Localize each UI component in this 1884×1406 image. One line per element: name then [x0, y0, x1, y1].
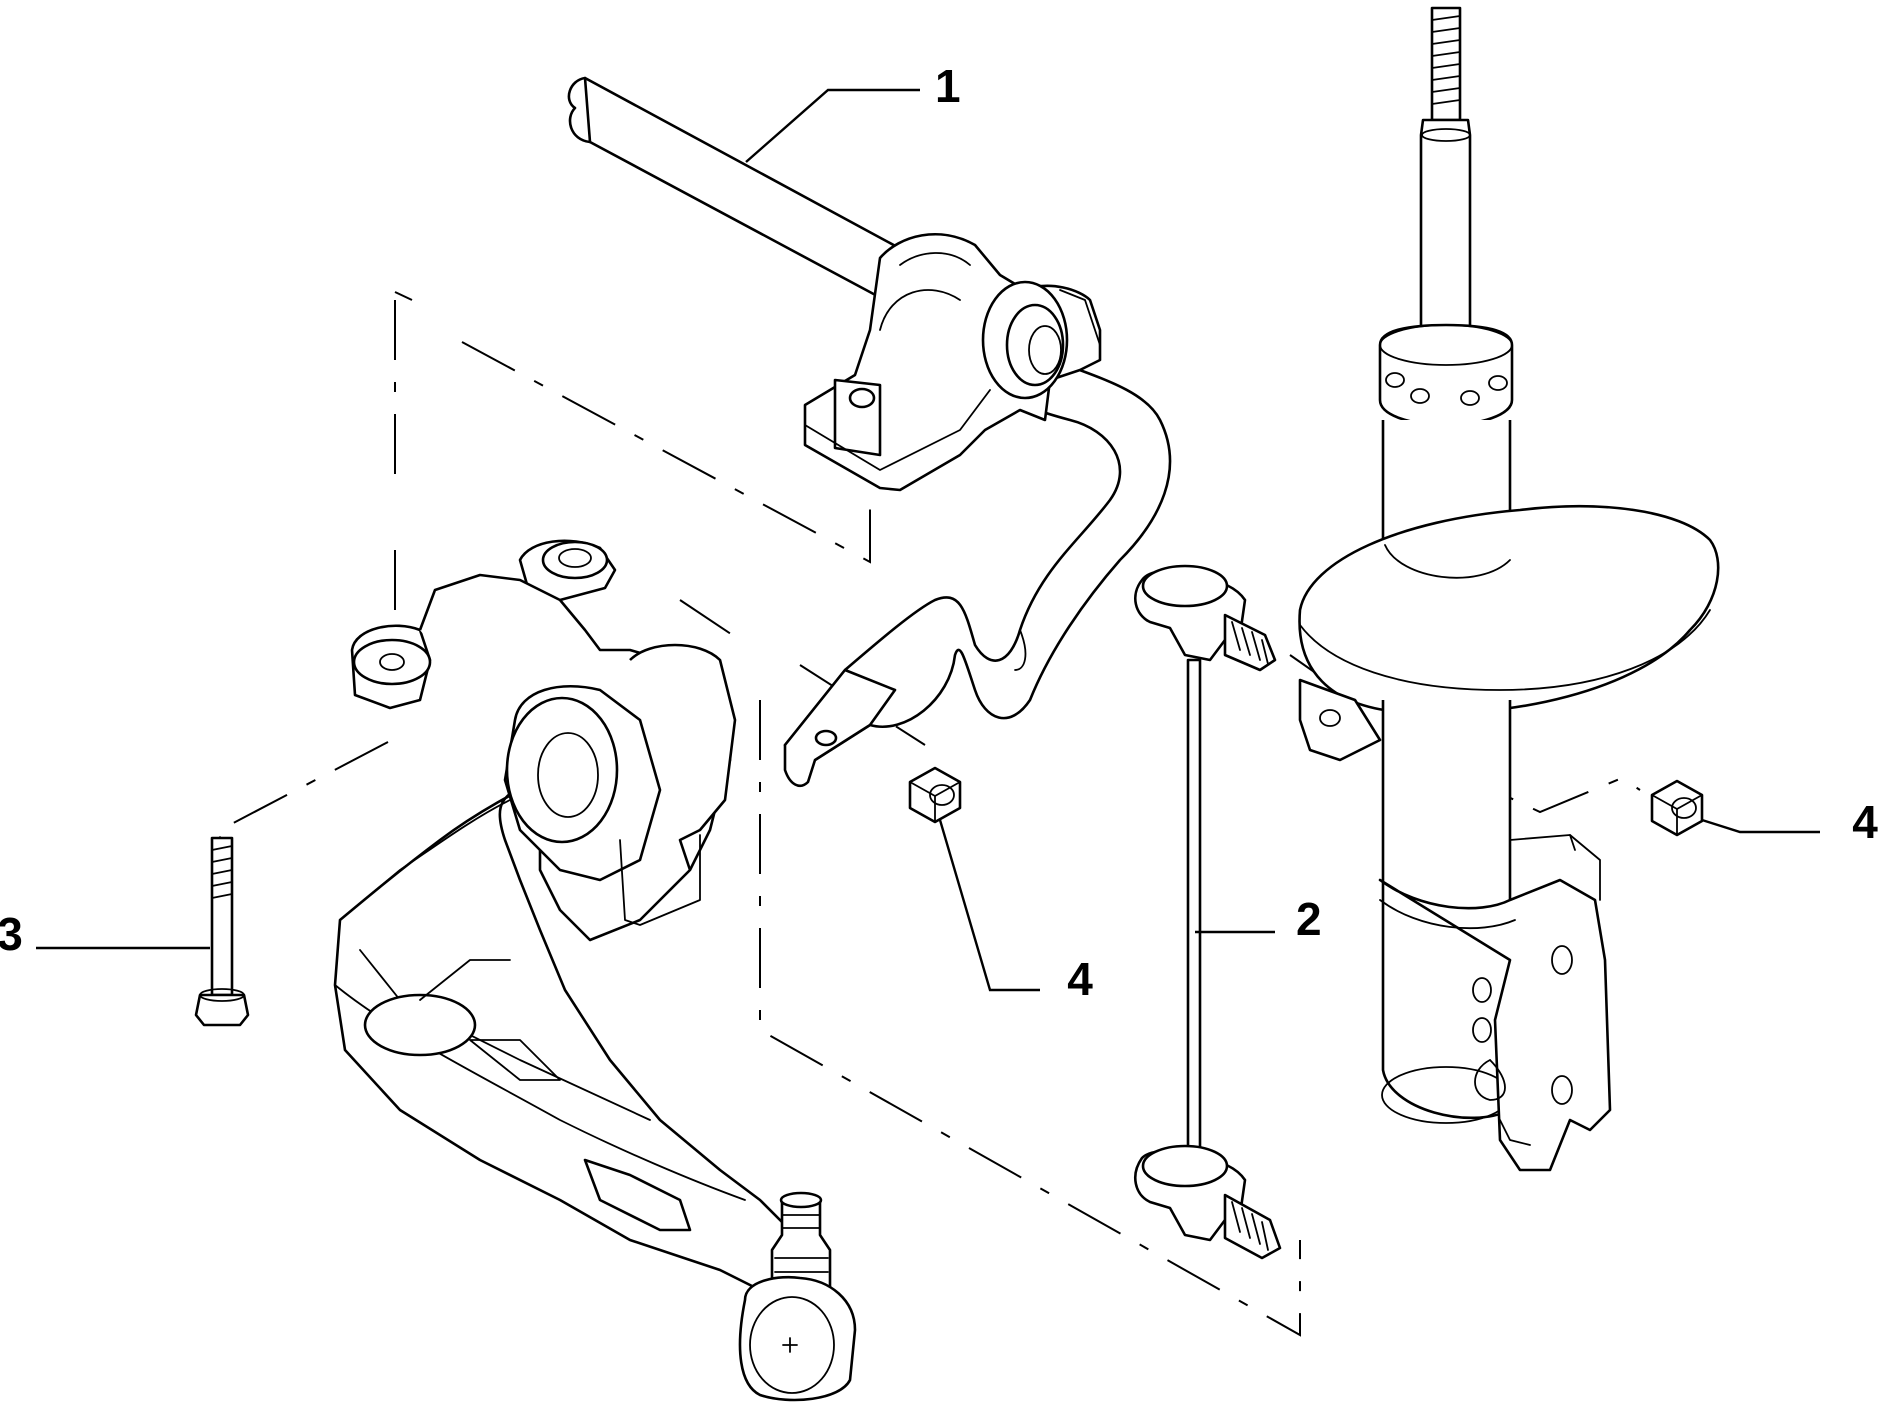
bolt — [194, 836, 250, 1027]
callout-4-link-label: 4 — [1067, 953, 1093, 1005]
callout-4-strut-label: 4 — [1852, 796, 1878, 848]
stabiliser-bar — [567, 76, 1172, 787]
callout-3-label: 3 — [0, 908, 23, 960]
lower-control-arm — [333, 539, 857, 1402]
stabiliser-link — [1134, 564, 1282, 1260]
shock-absorber-strut — [1298, 6, 1720, 1172]
nut-link-upper — [908, 766, 962, 824]
nut-strut — [1650, 779, 1704, 837]
callout-4-strut: 4 — [1701, 796, 1878, 848]
callout-1: 1 — [745, 60, 961, 163]
callout-3: 3 — [0, 908, 210, 960]
callout-2-label: 2 — [1296, 893, 1322, 945]
callout-1-label: 1 — [935, 60, 961, 112]
callout-4-link: 4 — [938, 819, 1093, 1005]
callout-2: 2 — [1195, 893, 1322, 945]
